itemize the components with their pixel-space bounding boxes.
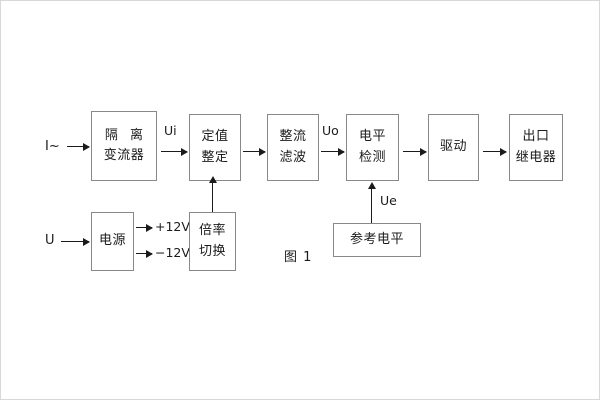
block-isolation-line-1: 隔 离 <box>104 127 148 143</box>
signal-ue-label: Ue <box>380 193 397 208</box>
block-output-line-2: 继电器 <box>515 149 557 165</box>
block-level-line-2: 检测 <box>358 149 386 165</box>
arrow-level-to-drive <box>403 148 427 156</box>
block-reference-line-1: 参考电平 <box>349 231 404 247</box>
block-multiplier-line-2: 切换 <box>198 243 226 259</box>
block-isolation-line-2: 变流器 <box>103 148 145 163</box>
block-value-setting: 定值 整定 <box>189 114 241 181</box>
arrow-voltage-to-power <box>61 238 90 246</box>
figure-caption: 图 1 <box>284 250 313 265</box>
signal-ui-label: Ui <box>164 123 177 138</box>
block-multiplier-switch: 倍率 切换 <box>189 212 236 271</box>
block-multiplier-line-1: 倍率 <box>198 223 226 239</box>
block-rectify-filter: 整流 滤波 <box>267 114 319 181</box>
arrow-setting-to-rectify <box>243 148 266 156</box>
arrow-current-to-isolation <box>67 143 90 151</box>
current-input-label: I~ <box>45 139 60 154</box>
arrow-isolation-to-setting <box>161 148 188 156</box>
arrow-drive-to-output <box>483 148 507 156</box>
arrow-rectify-to-level <box>321 148 345 156</box>
voltage-input-label: U <box>45 233 55 248</box>
block-isolation-transformer: 隔 离 变流器 <box>91 111 157 181</box>
block-setting-line-1: 定值 <box>201 129 229 145</box>
arrow-power-rail-positive <box>136 224 153 232</box>
arrow-power-rail-negative <box>136 250 153 258</box>
block-output-line-1: 出口 <box>522 129 550 145</box>
rail-positive-label: +12V <box>155 219 190 234</box>
block-reference-level: 参考电平 <box>333 223 421 257</box>
block-drive-line-1: 驱动 <box>439 139 467 155</box>
block-power-supply: 电源 <box>91 212 134 271</box>
rail-negative-label: −12V <box>155 245 190 260</box>
arrow-multiplier-to-setting <box>208 176 217 212</box>
arrow-reference-to-level <box>367 182 376 223</box>
block-rectify-line-1: 整流 <box>279 129 307 145</box>
signal-uo-label: Uo <box>322 123 339 138</box>
block-output-relay: 出口 继电器 <box>509 114 563 181</box>
block-rectify-line-2: 滤波 <box>279 149 307 165</box>
block-level-detection: 电平 检测 <box>346 114 399 181</box>
block-level-line-1: 电平 <box>358 129 386 145</box>
block-drive: 驱动 <box>428 114 479 181</box>
block-setting-line-2: 整定 <box>201 149 229 165</box>
block-power-line-1: 电源 <box>98 233 126 249</box>
